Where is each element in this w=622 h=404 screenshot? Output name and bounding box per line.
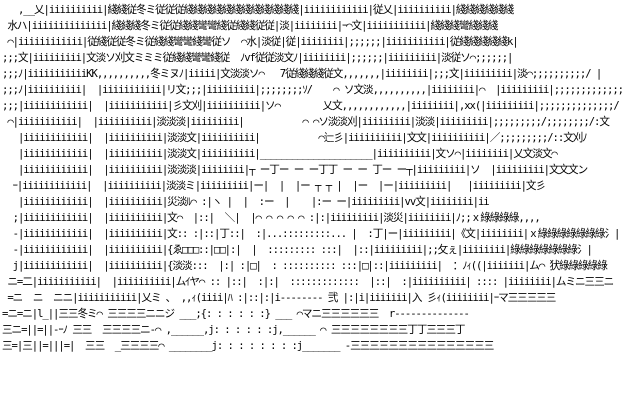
art-line: 三ニ=||=||-ｰﾉ 三三 三三三三ニ-⌒ ,______,j: : : : … [2, 324, 465, 336]
art-line: ;|iiiiiiiiiiii| |iiiiiiiiii|文⌒ |::| ＼| |… [2, 212, 541, 224]
art-line: -|iiiiiiiiiiii| |iiiiiiiiii|文:: :|::|丁::… [2, 228, 621, 240]
art-line: ;;;|iiiiiiiiiiii| |iiiiiiiiiii|彡文刈|iiiii… [2, 100, 622, 112]
art-line: ;;;ﾉ|iiiiiiiiiiiKK,,,,,,,,,,冬ミヌﾉ|iiiii|文… [2, 68, 602, 80]
art-line: 水ハ|iiiiiiiiiiiiii|綫綫綫冬ミ従従綫綫彎彎綫従綫綫従従|淡|ii… [2, 20, 498, 32]
art-line: 三=|三||=|||=| 三三 _三三三三⌒ ________j: : : : … [2, 340, 494, 352]
art-line: |iiiiiiiiiiii| |iiiiiiiiii|災淡ﾙ⌒ :|ヽ | | … [2, 196, 490, 208]
art-line: ニ=二|iiiiiiiiiii| |iiiiiiiiii|ムｲヤ⌒ :: |::… [2, 276, 614, 288]
art-line: |iiiiiiiiiiii| |iiiiiiiiii|淡淡淡|iiiiiiii|… [2, 164, 588, 176]
art-line: ｰ|iiiiiiiiiiii| |iiiiiiiiii|淡淡ミ|iiiiiiii… [2, 180, 546, 192]
art-line: ⌒|iiiiiiiiiiii|従綫従従冬ミ従綫綫彎彎綫彎従ソ ⌒水|淡従|従|i… [2, 36, 518, 48]
art-line: ;;;ﾉ|iiiiiiiiii| |iiiiiiiiiii|リ文;;;|iiii… [2, 84, 622, 96]
art-line: ⌒|iiiiiiiiiii| |iiiiiiiiii|淡淡淡|iiiiiiiii… [2, 116, 610, 128]
art-line: -|iiiiiiiiiiii| |iiiiiiiiii|{ゑ□□□::|□□|:… [2, 244, 593, 256]
art-line: =ニ ニ ニニ|iiiiiiiiiii|乂ミ ､ ,,ｨ(iiii|ﾊ :|::… [2, 292, 556, 304]
art-line: |iiiiiiiiiiii| |iiiiiiiiii|淡淡文|iiiiiiiii… [2, 132, 588, 144]
art-line: |iiiiiiiiiiii| |iiiiiiiiii|淡淡文|iiiiiiiii… [2, 148, 558, 160]
art-line: =ニ=ニ|l_||三三冬ミ⌒ 三三三三ニニジ ___;{: : : : : :}… [2, 308, 470, 320]
art-line: ;;;文|iiiiiiiii|文淡ソ刈文ミミミ従綫綫彎彎綫従 ﾉvf従従淡文ﾉ|… [2, 52, 513, 64]
art-line: ,__乂|iiiiiiiiii|綫綫従冬ミ従従従綫綫綫綫綫綫綫綫綫綫綫綫|iii… [2, 4, 514, 16]
art-line: j|iiiiiiiiiiii| |iiiiiiiiii|{淡淡::: |:| :… [2, 260, 608, 272]
